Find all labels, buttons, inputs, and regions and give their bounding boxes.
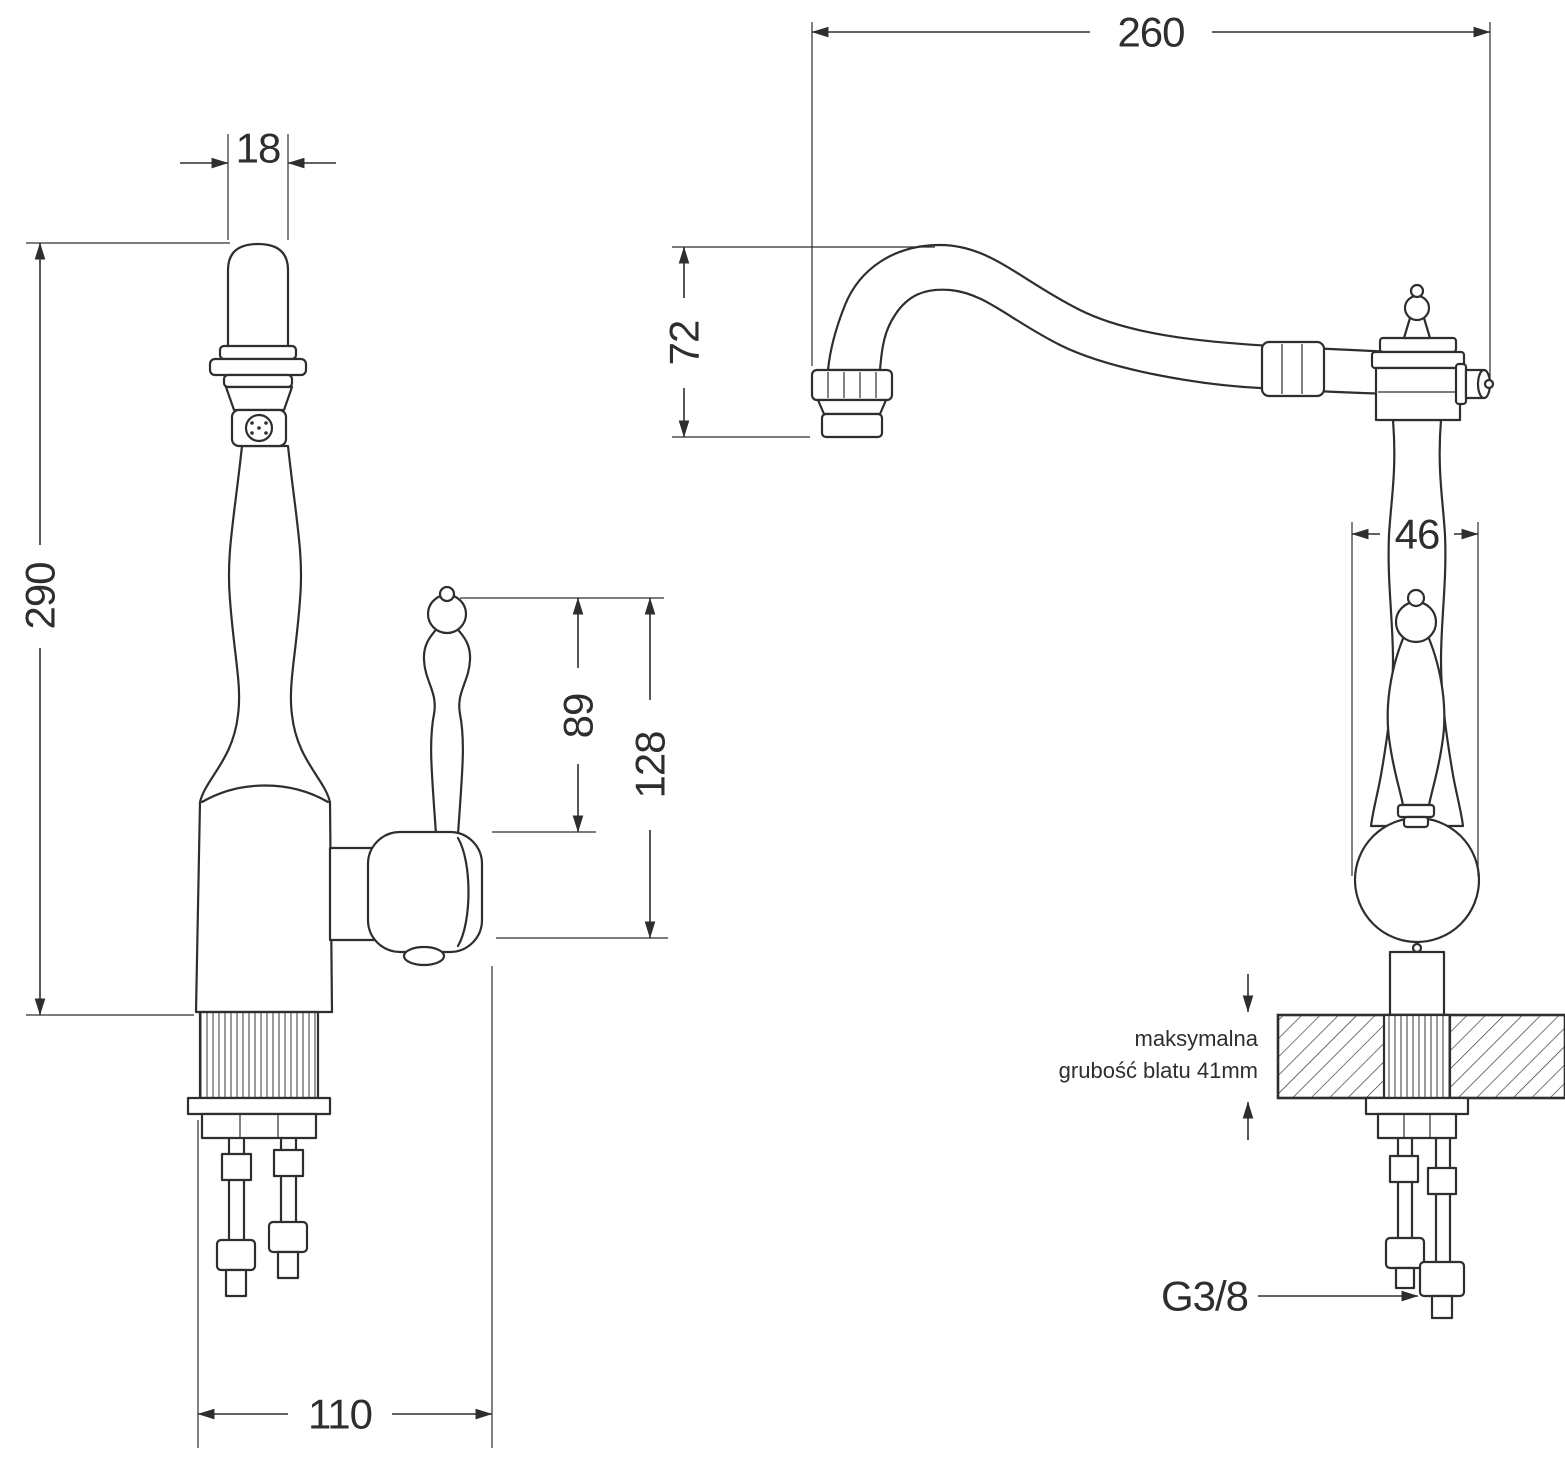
side-handle-mount xyxy=(366,830,484,954)
side-spout-collar-1 xyxy=(218,344,298,361)
dim-label-89: 89 xyxy=(555,694,602,739)
front-handle-ball xyxy=(1394,600,1438,644)
front-mounting-nut xyxy=(1376,1112,1458,1140)
front-supply-hose-left xyxy=(1384,1136,1426,1290)
side-body-outline xyxy=(194,444,334,1014)
front-handle-lever xyxy=(1386,628,1446,807)
front-base-stem xyxy=(1388,950,1446,1017)
side-mounting-nut xyxy=(200,1112,318,1140)
front-spout-collar-rings xyxy=(1260,340,1326,398)
side-aerator-cone xyxy=(224,385,294,412)
front-aerator-cone xyxy=(816,398,888,416)
front-housing-screw xyxy=(1411,942,1423,954)
dim-label-128: 128 xyxy=(627,731,674,798)
side-mount-nub xyxy=(402,945,446,967)
dim-label-46: 46 xyxy=(1395,511,1440,558)
front-finial xyxy=(1402,283,1432,340)
side-nut-facets xyxy=(239,1114,279,1138)
side-spout-collar-2 xyxy=(208,357,308,377)
front-ball-housing xyxy=(1353,816,1481,944)
dimension-spout-tube-width: 18 xyxy=(180,125,336,240)
front-handle-collar-2 xyxy=(1402,815,1430,829)
side-aerator-face xyxy=(244,413,274,443)
side-supply-hose-left xyxy=(215,1136,257,1298)
front-washer xyxy=(1364,1096,1470,1116)
side-body-shoulder-line xyxy=(200,784,330,804)
dim-label-72: 72 xyxy=(661,321,708,366)
front-aerator-knurling xyxy=(827,372,877,398)
dimension-spout-reach: 260 xyxy=(811,9,1491,380)
side-handle-lever xyxy=(422,625,472,836)
side-spout-collar-3 xyxy=(222,373,294,389)
countertop-note-line1: maksymalna xyxy=(1135,1026,1259,1051)
side-threaded-tailpiece xyxy=(198,1010,320,1100)
front-handle-collar-1 xyxy=(1396,803,1436,819)
dim-label-110: 110 xyxy=(308,1391,372,1438)
dim-label-260: 260 xyxy=(1117,9,1184,56)
dimension-body-diameter: 46 xyxy=(1351,511,1479,876)
side-washer xyxy=(186,1096,332,1116)
side-view: 290 18 89 128 110 xyxy=(17,125,674,1448)
front-view: maksymalna grubość blatu 41mm G3/8 xyxy=(661,9,1565,1320)
dimension-total-height: 290 xyxy=(17,242,230,1016)
dimension-handle-height: 89 128 xyxy=(460,597,674,939)
side-handle-mount-cap-line xyxy=(456,836,470,948)
front-side-outlet xyxy=(1454,362,1495,406)
side-spout-tube xyxy=(226,242,290,350)
front-aerator-collar xyxy=(810,368,894,402)
dim-label-18: 18 xyxy=(236,125,281,172)
countertop-note-line2: grubość blatu 41mm xyxy=(1059,1058,1258,1083)
front-top-collar-2 xyxy=(1370,350,1466,370)
front-supply-hose-right xyxy=(1418,1136,1466,1320)
side-handle-tip xyxy=(438,585,456,603)
dimension-base-depth: 110 xyxy=(197,966,493,1448)
front-top-collar-1 xyxy=(1378,336,1458,354)
thread-size-label: G3/8 xyxy=(1161,1273,1248,1320)
front-top-block xyxy=(1374,366,1462,422)
front-aerator-cup xyxy=(820,412,884,439)
dimension-spout-drop: 72 xyxy=(661,246,935,438)
thread-size-callout: G3/8 xyxy=(1161,1273,1419,1320)
front-threaded-rod xyxy=(1382,1013,1452,1100)
front-nut-facets xyxy=(1403,1114,1431,1138)
front-spout xyxy=(826,243,1394,396)
side-supply-hose-right xyxy=(267,1136,309,1280)
dim-label-290: 290 xyxy=(17,562,64,629)
front-handle-tip xyxy=(1406,588,1426,608)
